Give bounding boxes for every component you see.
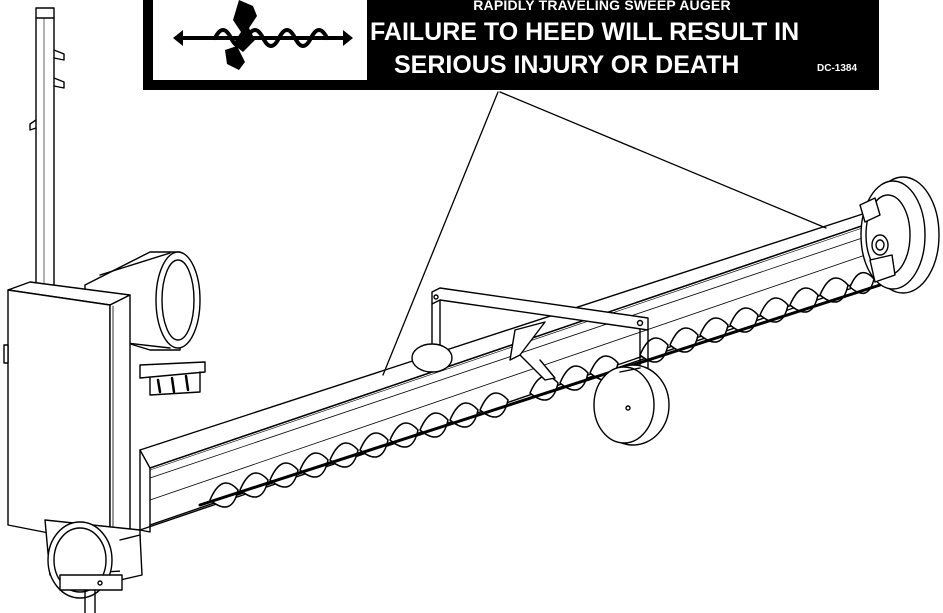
vertical-mast (29, 7, 65, 291)
hazard-icon-panel (153, 0, 367, 80)
auger-entanglement-hazard-icon (173, 0, 353, 70)
decal-subtitle: RAPIDLY TRAVELING SWEEP AUGER (473, 0, 731, 13)
center-carriage (431, 287, 649, 381)
callout-lines (382, 91, 827, 376)
guide-wheel-left (411, 343, 453, 373)
control-box (3, 281, 131, 546)
drive-housing (44, 519, 143, 613)
motor-bracket (139, 361, 206, 396)
end-wheel (859, 176, 940, 294)
safety-decal: RAPIDLY TRAVELING SWEEP AUGER FAILURE TO… (143, 0, 879, 90)
decal-warning-line-1: FAILURE TO HEED WILL RESULT IN (370, 18, 800, 46)
decal-code: DC-1384 (817, 63, 858, 74)
decal-warning-line-2: SERIOUS INJURY OR DEATH (394, 51, 740, 79)
auger-flighting (198, 271, 882, 508)
carriage-wheel (593, 364, 670, 446)
